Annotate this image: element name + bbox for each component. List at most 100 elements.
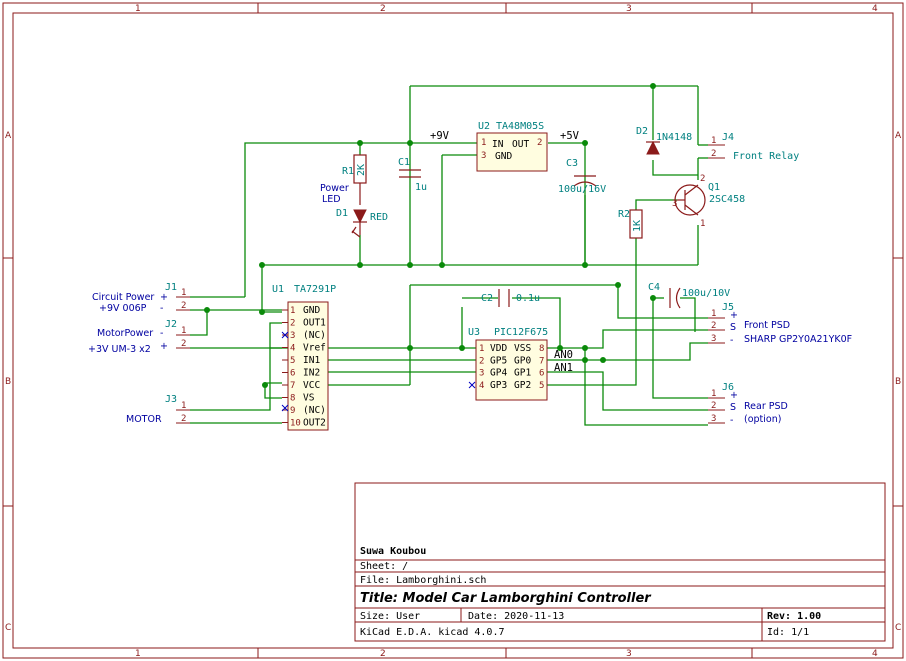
q1-transistor: Q1 2SC458 2 3 1	[672, 174, 745, 229]
u3-pin-num-right: 7	[539, 356, 544, 366]
u1-pin-name: OUT2	[303, 418, 326, 429]
grid-row-c-left: C	[5, 623, 11, 633]
u1-pin-num: 5	[290, 356, 295, 366]
c1-capacitor: C1 1u	[398, 157, 427, 193]
u3-pin-num-left: 1	[479, 344, 484, 354]
j1-sub: +9V 006P	[99, 303, 147, 314]
grid-col-4-bottom: 4	[872, 649, 878, 659]
j1-ref: J1	[165, 282, 177, 293]
net-an0: AN0	[554, 349, 573, 361]
grid-col-3-bottom: 3	[626, 649, 632, 659]
grid-col-2-bottom: 2	[380, 649, 386, 659]
j2-connector: J2 MotorPower +3V UM-3 x2 - + 1 2	[88, 319, 190, 355]
j5-ref: J5	[722, 302, 734, 313]
u3-pin-name-left: GP3	[490, 380, 507, 391]
j6-sub: (option)	[744, 414, 781, 425]
j5-label: Front PSD	[744, 320, 790, 331]
u1-pin-num: 4	[290, 344, 295, 354]
d1-value: RED	[370, 212, 388, 223]
u1-pin-name: IN2	[303, 368, 320, 379]
u1-ref: U1	[272, 284, 284, 295]
u3-pin-name-right: GP0	[514, 355, 531, 366]
no-connect-marks	[281, 331, 476, 412]
u1-pin-name: OUT1	[303, 318, 326, 329]
u1-pin-num: 3	[290, 331, 295, 341]
u2-ta48m05s: U2 TA48M05S 1 IN OUT 2 3 GND	[476, 121, 548, 172]
u1-pin-num: 10	[290, 419, 301, 429]
u1-pin-num: 8	[290, 394, 295, 404]
j2-label: MotorPower	[97, 328, 153, 339]
c2-ref: C2	[481, 293, 493, 304]
j1-connector: J1 Circuit Power +9V 006P + - 1 2	[92, 282, 190, 314]
j3-pin1: 1	[181, 401, 186, 411]
r1-resistor: R1 2K	[342, 154, 367, 205]
q1-pin2: 2	[700, 174, 705, 184]
u3-pin-name-left: VDD	[490, 343, 507, 354]
grid-row-a-right: A	[895, 131, 902, 141]
j5-pin1: 1	[711, 309, 716, 319]
q1-pin3: 3	[672, 199, 677, 209]
j4-pin1: 1	[711, 136, 716, 146]
led-label-line2: LED	[322, 194, 341, 205]
j6-sign2: S	[730, 402, 736, 413]
u1-pin-name: (NC)	[303, 330, 326, 341]
tb-size: Size: User	[360, 611, 420, 622]
j5-pin2: 2	[711, 321, 716, 331]
u1-pin-name: (NC)	[303, 405, 326, 416]
u2-pin-out: OUT	[512, 139, 529, 150]
u1-pin-num: 1	[290, 306, 295, 316]
d2-diode: D2 1N4148	[636, 126, 692, 155]
tb-id: Id: 1/1	[767, 627, 809, 638]
u3-value: PIC12F675	[494, 327, 548, 338]
grid-col-4-top: 4	[872, 4, 878, 14]
j6-ref: J6	[722, 382, 734, 393]
u3-pin-num-right: 5	[539, 381, 544, 391]
wires	[190, 85, 708, 426]
u2-pin-in: IN	[492, 139, 504, 150]
c3-value: 100u/16V	[558, 184, 606, 195]
j2-ref: J2	[165, 319, 177, 330]
grid-col-3-top: 3	[626, 4, 632, 14]
j2-pin1-sign: -	[160, 328, 163, 339]
j5-sub: SHARP GP2Y0A21YK0F	[744, 334, 852, 345]
u1-pin-name: VCC	[303, 380, 320, 391]
j4-label: Front Relay	[733, 151, 799, 162]
j1-label: Circuit Power	[92, 292, 154, 303]
j5-sign1: +	[730, 310, 738, 321]
c2-value: 0.1u	[516, 293, 540, 304]
u3-pin-name-right: VSS	[514, 343, 531, 354]
u2-pin-gnd-num: 3	[481, 151, 486, 161]
j6-connector: J6 1 2 3 + S - Rear PSD (option)	[708, 382, 788, 426]
j3-pin2: 2	[181, 414, 186, 424]
c1-value: 1u	[415, 182, 427, 193]
net-5v: +5V	[560, 130, 580, 142]
u1-value: TA7291P	[294, 284, 336, 295]
j6-pin1: 1	[711, 389, 716, 399]
u1-pin-name: GND	[303, 305, 320, 316]
tb-date: Date: 2020-11-13	[468, 611, 564, 622]
d2-ref: D2	[636, 126, 648, 137]
u2-ref: U2	[478, 121, 490, 132]
title-block: Suwa Koubou Sheet: / File: Lamborghini.s…	[354, 482, 886, 642]
c3-ref: C3	[566, 158, 578, 169]
j6-label: Rear PSD	[744, 401, 788, 412]
u1-pin-name: IN1	[303, 355, 320, 366]
grid-row-a-left: A	[5, 131, 12, 141]
u3-pin-num-left: 3	[479, 369, 484, 379]
inner-frame	[12, 12, 894, 649]
grid-col-2-top: 2	[380, 4, 386, 14]
u3-pin-name-right: GP1	[514, 368, 531, 379]
c1-ref: C1	[398, 157, 410, 168]
j1-pin2-sign: -	[160, 303, 163, 314]
grid-row-b-left: B	[5, 377, 11, 387]
grid-row-c-right: C	[895, 623, 901, 633]
c4-ref: C4	[648, 282, 660, 293]
u3-pin-name-left: GP4	[490, 368, 507, 379]
r2-value: 1K	[632, 220, 643, 232]
u1-pin-num: 6	[290, 369, 295, 379]
q1-ref: Q1	[708, 182, 720, 193]
c4-capacitor: C4 100u/10V	[648, 282, 730, 309]
